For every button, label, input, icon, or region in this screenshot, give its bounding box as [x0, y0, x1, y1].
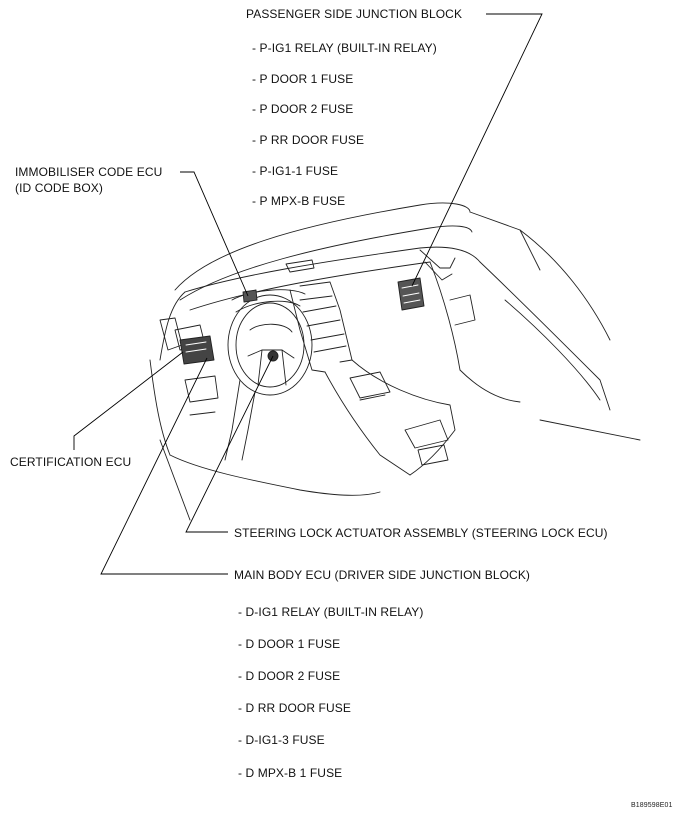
passenger-block-item: - P-IG1 RELAY (BUILT-IN RELAY): [252, 41, 437, 55]
main-body-item: - D DOOR 2 FUSE: [238, 669, 341, 683]
immobiliser-code-ecu-label: IMMOBILISER CODE ECU: [15, 165, 163, 179]
passenger-block-item: - P RR DOOR FUSE: [252, 133, 365, 147]
passenger-block-item: - P DOOR 2 FUSE: [252, 102, 354, 116]
main-body-item: - D DOOR 1 FUSE: [238, 637, 341, 651]
figure-code: B189598E01: [631, 802, 673, 809]
passenger-block-item: - P DOOR 1 FUSE: [252, 72, 354, 86]
main-body-item: - D-IG1 RELAY (BUILT-IN RELAY): [238, 605, 424, 619]
main-body-item: - D-IG1-3 FUSE: [238, 733, 325, 747]
passenger-block-item: - P MPX-B FUSE: [252, 194, 346, 208]
steering-lock-actuator-label: STEERING LOCK ACTUATOR ASSEMBLY (STEERIN…: [234, 526, 608, 540]
id-code-box-label: (ID CODE BOX): [15, 181, 103, 195]
main-body-item: - D RR DOOR FUSE: [238, 701, 351, 715]
passenger-junction-block-title: PASSENGER SIDE JUNCTION BLOCK: [246, 7, 463, 21]
passenger-block-item: - P-IG1-1 FUSE: [252, 164, 339, 178]
main-body-item: - D MPX-B 1 FUSE: [238, 766, 343, 780]
certification-ecu-label: CERTIFICATION ECU: [10, 455, 132, 469]
main-body-ecu-title: MAIN BODY ECU (DRIVER SIDE JUNCTION BLOC…: [234, 568, 531, 582]
